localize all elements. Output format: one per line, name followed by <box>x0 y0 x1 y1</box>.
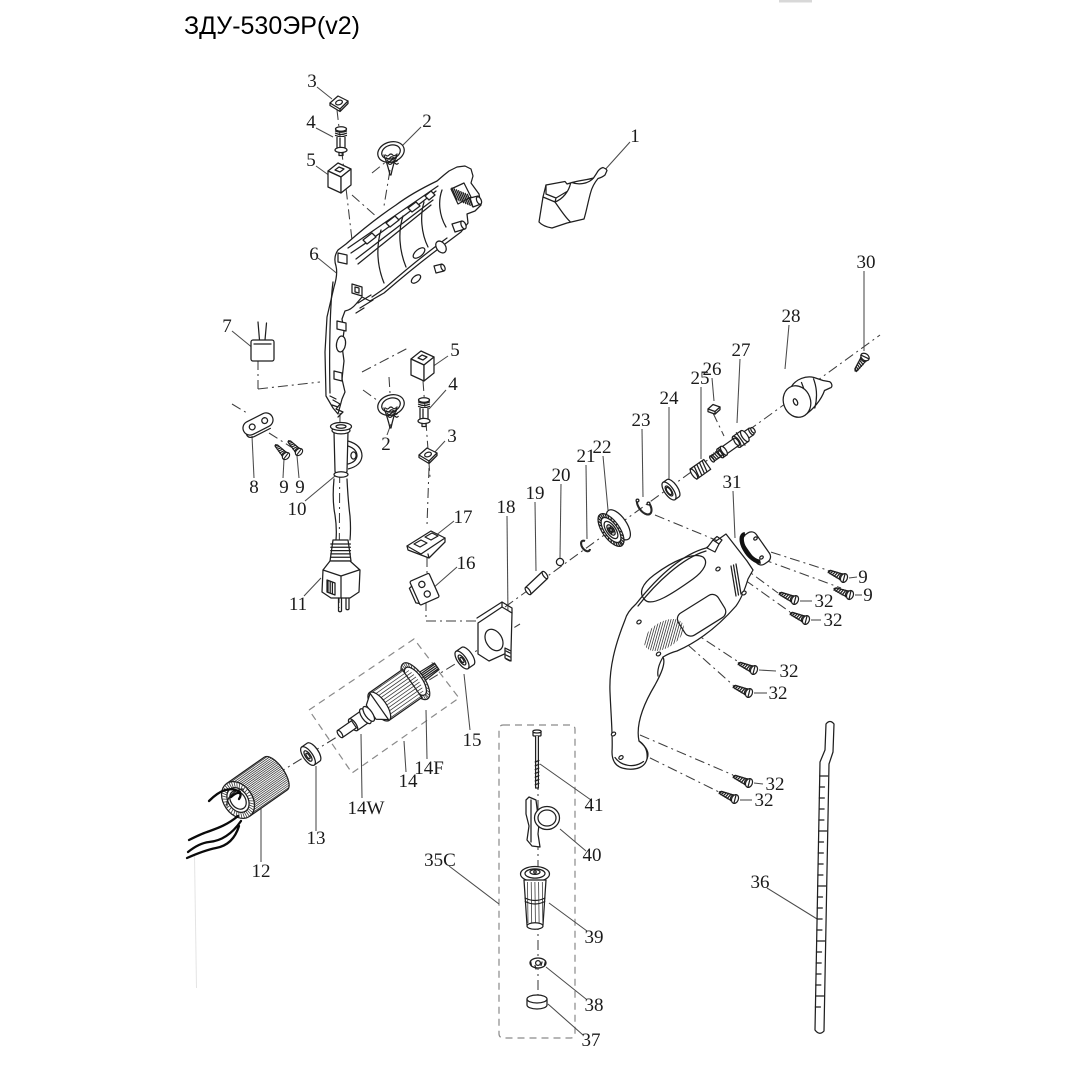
svg-text:37: 37 <box>582 1030 601 1051</box>
svg-text:8: 8 <box>249 477 259 498</box>
svg-text:7: 7 <box>222 316 232 337</box>
svg-text:27: 27 <box>732 340 751 361</box>
svg-text:23: 23 <box>632 410 651 431</box>
svg-text:32: 32 <box>824 610 843 631</box>
svg-text:32: 32 <box>780 661 799 682</box>
svg-text:18: 18 <box>497 497 516 518</box>
svg-text:9: 9 <box>279 477 289 498</box>
svg-text:ЗДУ-530ЭР(v2): ЗДУ-530ЭР(v2) <box>184 12 360 40</box>
svg-text:15: 15 <box>463 730 482 751</box>
svg-text:3: 3 <box>447 426 457 447</box>
svg-text:6: 6 <box>309 244 319 265</box>
svg-text:32: 32 <box>766 774 785 795</box>
svg-text:2: 2 <box>422 111 432 132</box>
svg-text:30: 30 <box>857 252 876 273</box>
svg-text:32: 32 <box>755 790 774 811</box>
svg-text:10: 10 <box>288 499 307 520</box>
svg-text:19: 19 <box>526 483 545 504</box>
svg-text:2: 2 <box>381 434 391 455</box>
svg-text:9: 9 <box>863 585 873 606</box>
svg-text:13: 13 <box>307 828 326 849</box>
svg-text:41: 41 <box>585 795 604 816</box>
svg-text:26: 26 <box>703 359 722 380</box>
svg-text:32: 32 <box>769 683 788 704</box>
svg-text:16: 16 <box>457 553 476 574</box>
svg-text:20: 20 <box>552 465 571 486</box>
svg-text:35C: 35C <box>424 850 456 871</box>
svg-text:3: 3 <box>307 71 317 92</box>
svg-text:14W: 14W <box>348 798 385 819</box>
svg-text:22: 22 <box>593 437 612 458</box>
svg-text:14F: 14F <box>414 758 444 779</box>
svg-text:40: 40 <box>583 845 602 866</box>
svg-text:4: 4 <box>448 374 458 395</box>
svg-text:21: 21 <box>577 446 596 467</box>
svg-text:4: 4 <box>306 112 316 133</box>
svg-text:5: 5 <box>450 340 460 361</box>
svg-text:1: 1 <box>630 126 640 147</box>
svg-text:24: 24 <box>660 388 680 409</box>
svg-text:31: 31 <box>723 472 742 493</box>
svg-text:9: 9 <box>295 477 305 498</box>
svg-text:39: 39 <box>585 927 604 948</box>
svg-text:36: 36 <box>751 872 770 893</box>
svg-text:25: 25 <box>691 368 710 389</box>
svg-text:9: 9 <box>858 567 868 588</box>
svg-text:28: 28 <box>782 306 801 327</box>
svg-text:32: 32 <box>815 591 834 612</box>
svg-text:14: 14 <box>399 771 419 792</box>
svg-text:38: 38 <box>585 995 604 1016</box>
svg-text:5: 5 <box>306 150 316 171</box>
svg-text:12: 12 <box>252 861 271 882</box>
svg-text:17: 17 <box>454 507 473 528</box>
svg-text:11: 11 <box>289 594 307 615</box>
